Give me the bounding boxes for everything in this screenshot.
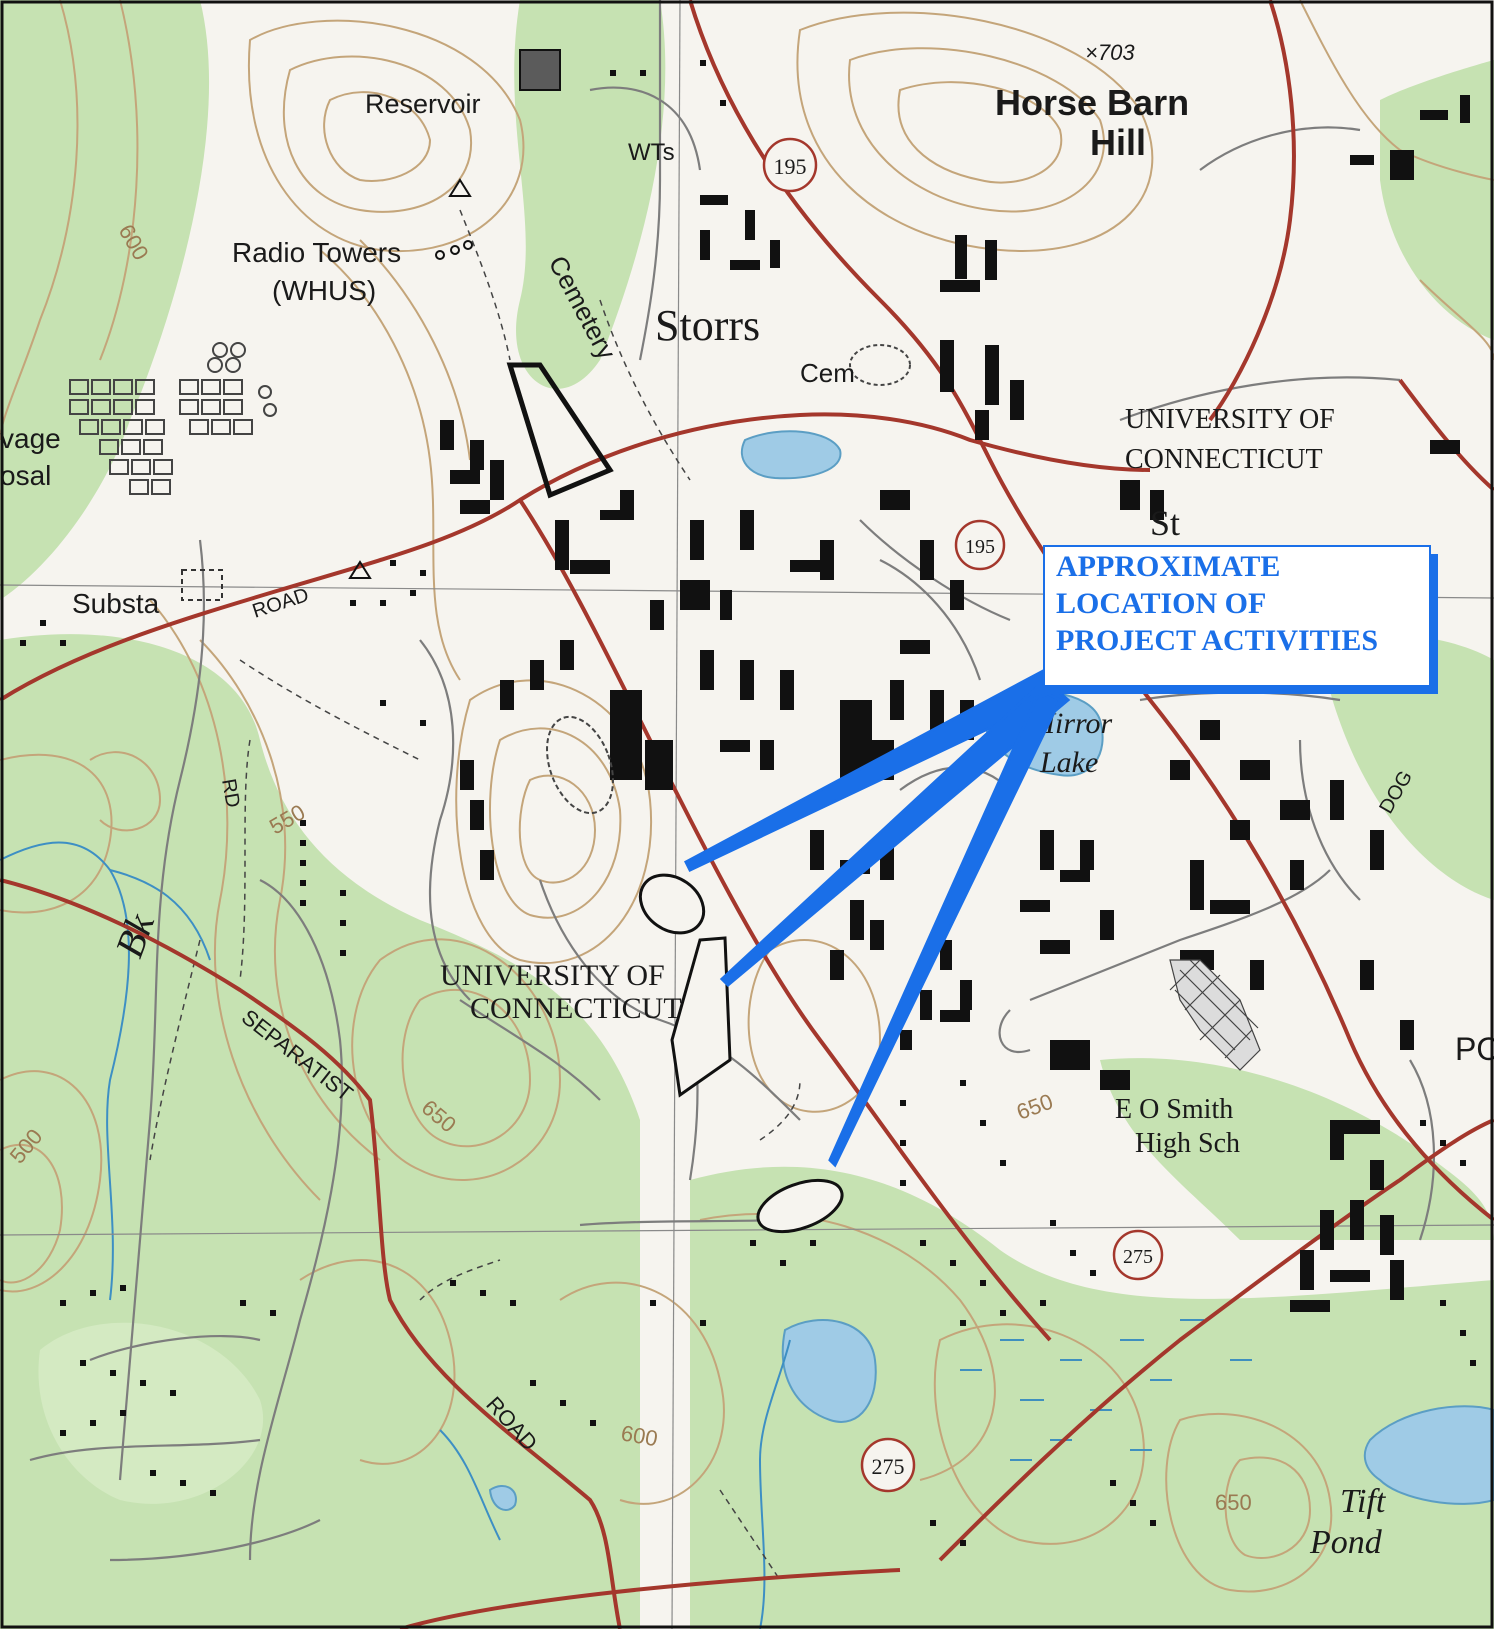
label-sewage-1: vage	[0, 423, 61, 454]
label-reservoir: Reservoir	[365, 89, 481, 119]
label-wts: WTs	[628, 139, 675, 166]
label-hill: Hill	[1090, 122, 1146, 163]
minor-roads	[29, 0, 1436, 1562]
callout-line-1: APPROXIMATE	[1056, 550, 1280, 583]
label-storrs-partial: St	[1150, 503, 1180, 543]
house-dots	[20, 60, 1476, 1546]
tift-pond	[1363, 1405, 1494, 1505]
track-oval-1	[546, 715, 614, 815]
buildings	[440, 95, 1470, 1312]
label-rd-west: RD	[217, 777, 244, 809]
track-oval-2	[849, 344, 911, 386]
project-callout: APPROXIMATE LOCATION OF PROJECT ACTIVITI…	[1043, 545, 1438, 694]
label-uconn-ne-1: UNIVERSITY OF	[1125, 404, 1335, 435]
reservoir-pond	[740, 430, 842, 480]
callout-line-2: LOCATION OF	[1056, 587, 1266, 620]
label-whus: (WHUS)	[272, 275, 376, 306]
route-shield-195-north: 195	[762, 137, 818, 193]
label-horse-barn: Horse Barn	[995, 82, 1189, 123]
svg-text:195: 195	[965, 536, 995, 558]
label-radio-towers: Radio Towers	[232, 237, 401, 268]
project-area-north	[638, 873, 706, 935]
route-shields: 195 195 275 275	[762, 137, 1164, 1493]
label-uconn-ne-2: CONNECTICUT	[1125, 444, 1323, 475]
route-shield-275-south: 275	[860, 1437, 916, 1493]
project-area-south	[756, 1178, 844, 1234]
south-pond	[781, 1319, 877, 1423]
label-uconn-center-1: UNIVERSITY OF	[440, 959, 665, 992]
label-cem: Cem	[800, 358, 855, 388]
project-area-center	[670, 936, 732, 1098]
label-po: PO	[1455, 1031, 1494, 1067]
svg-text:275: 275	[872, 1454, 905, 1479]
svg-text:650: 650	[1215, 1490, 1252, 1515]
cemetery-outline	[506, 362, 614, 499]
route-shield-275-east: 275	[1112, 1229, 1164, 1281]
label-tift: Tift	[1340, 1483, 1387, 1520]
label-storrs: Storrs	[655, 301, 760, 350]
crosshatch-area	[1169, 959, 1261, 1071]
svg-text:195: 195	[774, 154, 807, 179]
project-areas	[638, 873, 844, 1234]
trails	[149, 209, 801, 1581]
route-shield-195-east: 195	[954, 519, 1006, 571]
label-uconn-center-2: CONNECTICUT	[470, 992, 682, 1025]
svg-text:275: 275	[1123, 1246, 1153, 1268]
callout-line-3: PROJECT ACTIVITIES	[1056, 624, 1378, 657]
reservoir-tank	[519, 49, 561, 91]
label-substa: Substa	[72, 588, 160, 619]
label-elev-703: ×703	[1085, 40, 1135, 65]
label-eo-smith: E O Smith	[1115, 1094, 1233, 1125]
substation-box	[181, 569, 223, 601]
label-high-sch: High Sch	[1135, 1128, 1240, 1159]
sewage-beds	[69, 342, 277, 495]
label-lake: Lake	[1039, 746, 1098, 779]
label-pond: Pond	[1309, 1524, 1383, 1561]
survey-markers	[348, 178, 473, 579]
stream-layer	[0, 841, 791, 1629]
callout-leaders	[684, 668, 1073, 1168]
label-sewage-2: osal	[0, 460, 51, 491]
